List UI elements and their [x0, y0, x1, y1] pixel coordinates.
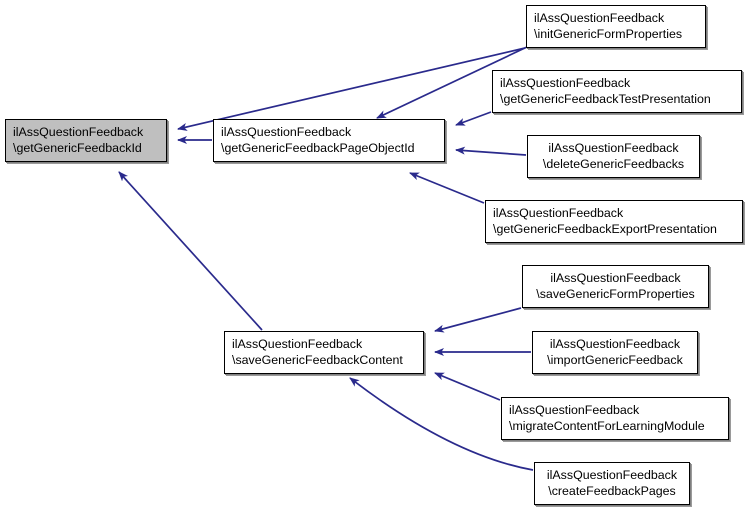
node-class-name: ilAssQuestionFeedback — [548, 141, 679, 155]
node-class-name: ilAssQuestionFeedback — [232, 337, 363, 351]
node-migrate-content-for-learning-module[interactable]: ilAssQuestionFeedback \migrateContentFor… — [501, 397, 729, 440]
node-class-name: ilAssQuestionFeedback — [13, 125, 144, 139]
edge-migratecontent-to-savecontent — [434, 372, 501, 401]
node-delete-generic-feedbacks[interactable]: ilAssQuestionFeedback \deleteGenericFeed… — [527, 135, 700, 178]
node-save-generic-form-properties[interactable]: ilAssQuestionFeedback \saveGenericFormPr… — [522, 265, 709, 308]
node-get-generic-feedback-page-object-id[interactable]: ilAssQuestionFeedback \getGenericFeedbac… — [213, 119, 445, 162]
node-method-name: \initGenericFormProperties — [534, 26, 683, 41]
edge-deletefeedbacks-to-pageobjectid — [455, 146, 527, 156]
edge-createfeedbackpages-to-savecontent — [349, 377, 534, 471]
node-class-name: ilAssQuestionFeedback — [546, 468, 678, 482]
edge-saveformproperties-to-savecontent — [434, 307, 522, 333]
node-class-name: ilAssQuestionFeedback — [509, 403, 640, 417]
node-method-name: \getGenericFeedbackTestPresentation — [500, 91, 711, 106]
edge-initform-to-pageobjectid — [376, 46, 528, 119]
node-class-name: ilAssQuestionFeedback — [534, 11, 665, 25]
node-method-name: \getGenericFeedbackExportPresentation — [493, 221, 717, 236]
node-class-name: ilAssQuestionFeedback — [550, 271, 681, 285]
edge-initform-to-feedbackid — [177, 47, 526, 131]
node-class-name: ilAssQuestionFeedback — [549, 337, 681, 351]
node-create-feedback-pages[interactable]: ilAssQuestionFeedback \createFeedbackPag… — [534, 462, 690, 505]
node-init-generic-form-properties[interactable]: ilAssQuestionFeedback \initGenericFormPr… — [526, 5, 706, 48]
node-method-name: \saveGenericFormProperties — [536, 286, 695, 301]
edge-savecontent-to-feedbackid — [118, 171, 263, 331]
node-method-name: \getGenericFeedbackId — [13, 140, 142, 155]
node-save-generic-feedback-content[interactable]: ilAssQuestionFeedback \saveGenericFeedba… — [224, 331, 424, 374]
node-method-name: \migrateContentForLearningModule — [509, 418, 705, 433]
node-method-name: \saveGenericFeedbackContent — [232, 352, 403, 367]
node-get-generic-feedback-test-presentation[interactable]: ilAssQuestionFeedback \getGenericFeedbac… — [492, 70, 742, 113]
node-class-name: ilAssQuestionFeedback — [493, 206, 624, 220]
node-method-name: \getGenericFeedbackPageObjectId — [221, 140, 415, 155]
node-import-generic-feedback[interactable]: ilAssQuestionFeedback \importGenericFeed… — [532, 331, 698, 374]
edge-testpresentation-to-pageobjectid — [455, 111, 492, 126]
node-get-generic-feedback-id[interactable]: ilAssQuestionFeedback \getGenericFeedbac… — [5, 119, 167, 162]
node-method-name: \importGenericFeedback — [547, 352, 683, 367]
node-method-name: \deleteGenericFeedbacks — [542, 156, 685, 171]
node-get-generic-feedback-export-presentation[interactable]: ilAssQuestionFeedback \getGenericFeedbac… — [485, 200, 743, 243]
node-class-name: ilAssQuestionFeedback — [221, 125, 352, 139]
node-method-name: \createFeedbackPages — [548, 483, 676, 498]
edge-exportpresentation-to-pageobjectid — [409, 172, 485, 204]
node-class-name: ilAssQuestionFeedback — [500, 76, 631, 90]
